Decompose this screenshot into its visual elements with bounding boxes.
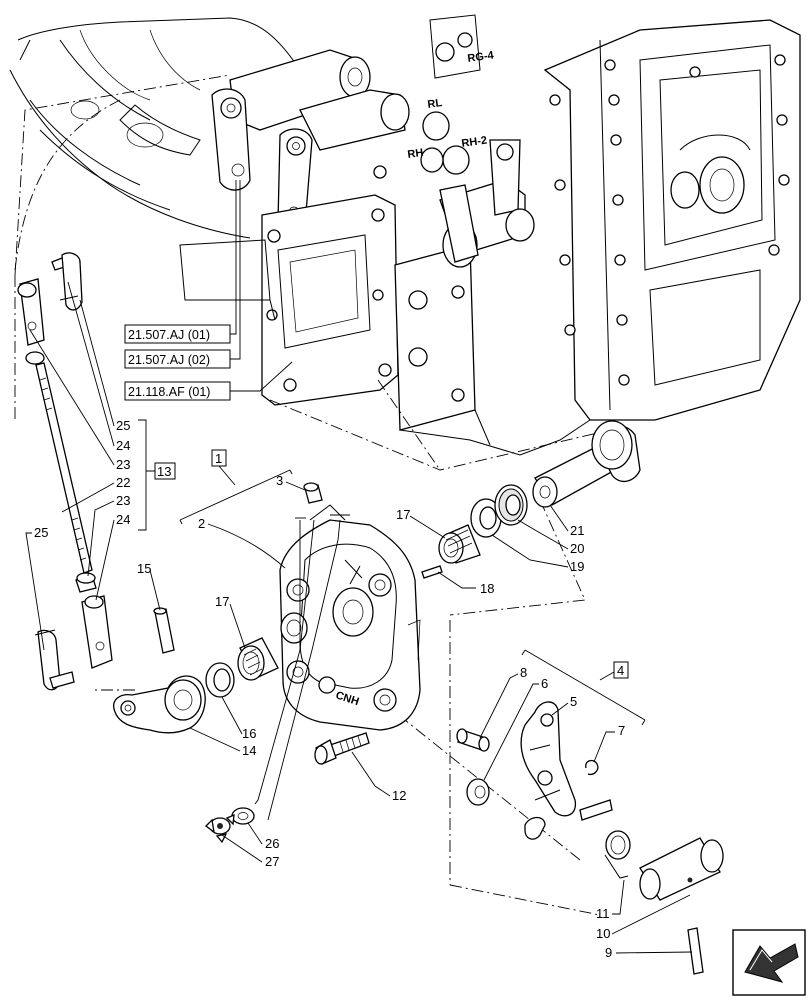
group-box-4 <box>613 661 629 679</box>
group-label-1: 1 <box>215 451 222 466</box>
callout-6: 6 <box>541 676 548 691</box>
callout-16: 16 <box>242 726 256 741</box>
callout-11: 11 <box>596 906 610 921</box>
shaft-21 <box>532 420 641 508</box>
callout-14: 14 <box>242 743 256 758</box>
lever-5 <box>520 701 577 840</box>
reference-boxes: 21.507.AJ (01) 21.507.AJ (02) 21.118.AF … <box>124 180 293 401</box>
marking-rh: RH <box>407 147 424 161</box>
circlip-7 <box>585 759 599 776</box>
callout-9: 9 <box>605 945 612 960</box>
callout-22: 22 <box>116 475 130 490</box>
cover-housing-2: CNH <box>279 504 421 731</box>
ref-label-21-118-af-01: 21.118.AF (01) <box>128 385 210 399</box>
callout-2: 2 <box>198 516 205 531</box>
needle-bearing-17-left <box>237 637 279 681</box>
callout-5: 5 <box>570 694 577 709</box>
callout-12: 12 <box>392 788 406 803</box>
callout-23-upper: 23 <box>116 457 130 472</box>
marking-rg-4: RG-4 <box>467 49 496 65</box>
group-label-13: 13 <box>157 464 171 479</box>
callout-19: 19 <box>570 559 584 574</box>
callout-25-lower: 25 <box>34 525 48 540</box>
callout-17-right: 17 <box>396 507 410 522</box>
thrust-bearing-20 <box>494 484 528 526</box>
bush-6 <box>466 778 490 806</box>
callout-27: 27 <box>265 854 279 869</box>
ref-label-21-507-aj-01: 21.507.AJ (01) <box>128 328 210 342</box>
callout-24-upper: 24 <box>116 438 130 453</box>
needle-bearing-17-right <box>438 524 481 564</box>
pin-8 <box>456 728 490 752</box>
shaft-10 <box>639 837 724 901</box>
pin-15 <box>153 607 175 654</box>
callout-24-lower: 24 <box>116 512 130 527</box>
lever-arm-14 <box>113 675 206 734</box>
callout-18: 18 <box>480 581 494 596</box>
spring-11 <box>579 799 631 879</box>
housing-markings: RL RH RH-2 RG-4 <box>407 49 496 161</box>
callout-23-lower: 23 <box>116 493 130 508</box>
callout-17-left: 17 <box>215 594 229 609</box>
callout-7: 7 <box>618 723 625 738</box>
callout-20: 20 <box>570 541 584 556</box>
pin-9 <box>687 927 704 975</box>
group-markers: 1 4 13 <box>138 419 646 726</box>
washer-26 <box>231 807 255 825</box>
callout-8: 8 <box>520 665 527 680</box>
marking-rh-2: RH-2 <box>461 135 488 150</box>
roll-pin-18 <box>421 565 443 579</box>
lift-rod-assembly <box>17 252 113 691</box>
callouts: 25 24 23 22 23 24 25 3 2 15 17 16 14 12 … <box>25 281 693 960</box>
group-label-4: 4 <box>617 663 624 678</box>
ref-label-21-507-aj-02: 21.507.AJ (02) <box>128 353 210 367</box>
callout-25-upper: 25 <box>116 418 130 433</box>
oil-seal-16 <box>205 662 235 698</box>
thrust-washer-19 <box>470 498 502 538</box>
bolt-12 <box>314 732 370 765</box>
marking-rl: RL <box>427 97 443 111</box>
dowel-pin-3 <box>303 482 323 504</box>
callout-26: 26 <box>265 836 279 851</box>
breather-27 <box>205 813 235 844</box>
callout-3: 3 <box>276 473 283 488</box>
callout-10: 10 <box>596 926 610 941</box>
back-arrow-icon[interactable] <box>732 929 806 996</box>
transmission-housing <box>9 14 801 456</box>
callout-21: 21 <box>570 523 584 538</box>
callout-15: 15 <box>137 561 151 576</box>
